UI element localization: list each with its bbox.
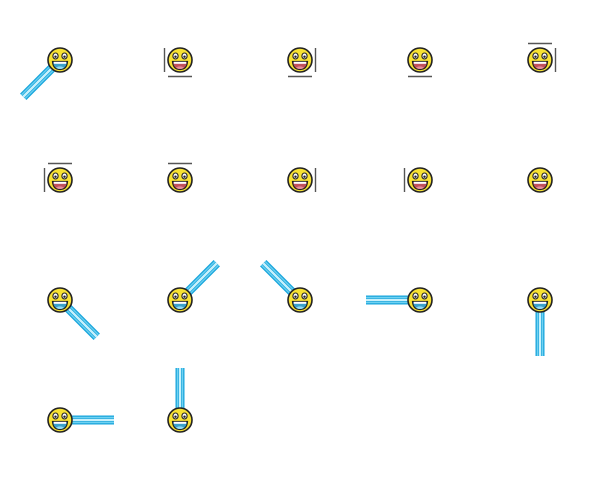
frame-5-smiley-bracket	[480, 0, 600, 120]
smiley-pole-icon	[20, 47, 73, 100]
frame-6-smiley-bracket	[0, 120, 120, 240]
frame-15-smiley-pole-down	[480, 240, 600, 360]
frame-8-smiley-bracket	[240, 120, 360, 240]
smiley-bracket-icon	[43, 162, 73, 193]
frame-7-smiley-bracket	[120, 120, 240, 240]
smiley-pole-icon	[47, 407, 114, 433]
frame-10-smiley	[480, 120, 600, 240]
frame-14-smiley-pole-left	[360, 240, 480, 360]
smiley-bracket-icon	[167, 162, 193, 193]
smiley-pole-icon	[366, 287, 433, 313]
smiley-bracket-icon	[287, 47, 317, 78]
frame-1-smiley-pole-down-left	[0, 0, 120, 120]
frame-3-smiley-bracket	[240, 0, 360, 120]
frame-4-smiley-bracket	[360, 0, 480, 120]
smiley-icon	[527, 167, 553, 193]
smiley-bracket-icon	[287, 167, 317, 193]
smiley-pole-icon	[260, 260, 313, 313]
smiley-pole-icon	[167, 260, 220, 313]
smiley-pole-icon	[527, 287, 553, 356]
smiley-bracket-icon	[527, 42, 557, 73]
frame-13-smiley-pole-up-left	[240, 240, 360, 360]
frame-16-smiley-pole-right	[0, 360, 120, 480]
smiley-bracket-icon	[163, 47, 193, 78]
frame-2-smiley-bracket	[120, 0, 240, 120]
smiley-bracket-icon	[403, 167, 433, 193]
frame-17-smiley-pole-up	[120, 360, 240, 480]
frame-11-smiley-pole-down-right	[0, 240, 120, 360]
smiley-pole-icon	[167, 368, 193, 433]
frame-9-smiley-bracket	[360, 120, 480, 240]
smiley-bracket-icon	[407, 47, 433, 78]
frame-12-smiley-pole-up-right	[120, 240, 240, 360]
smiley-pole-icon	[47, 287, 100, 340]
